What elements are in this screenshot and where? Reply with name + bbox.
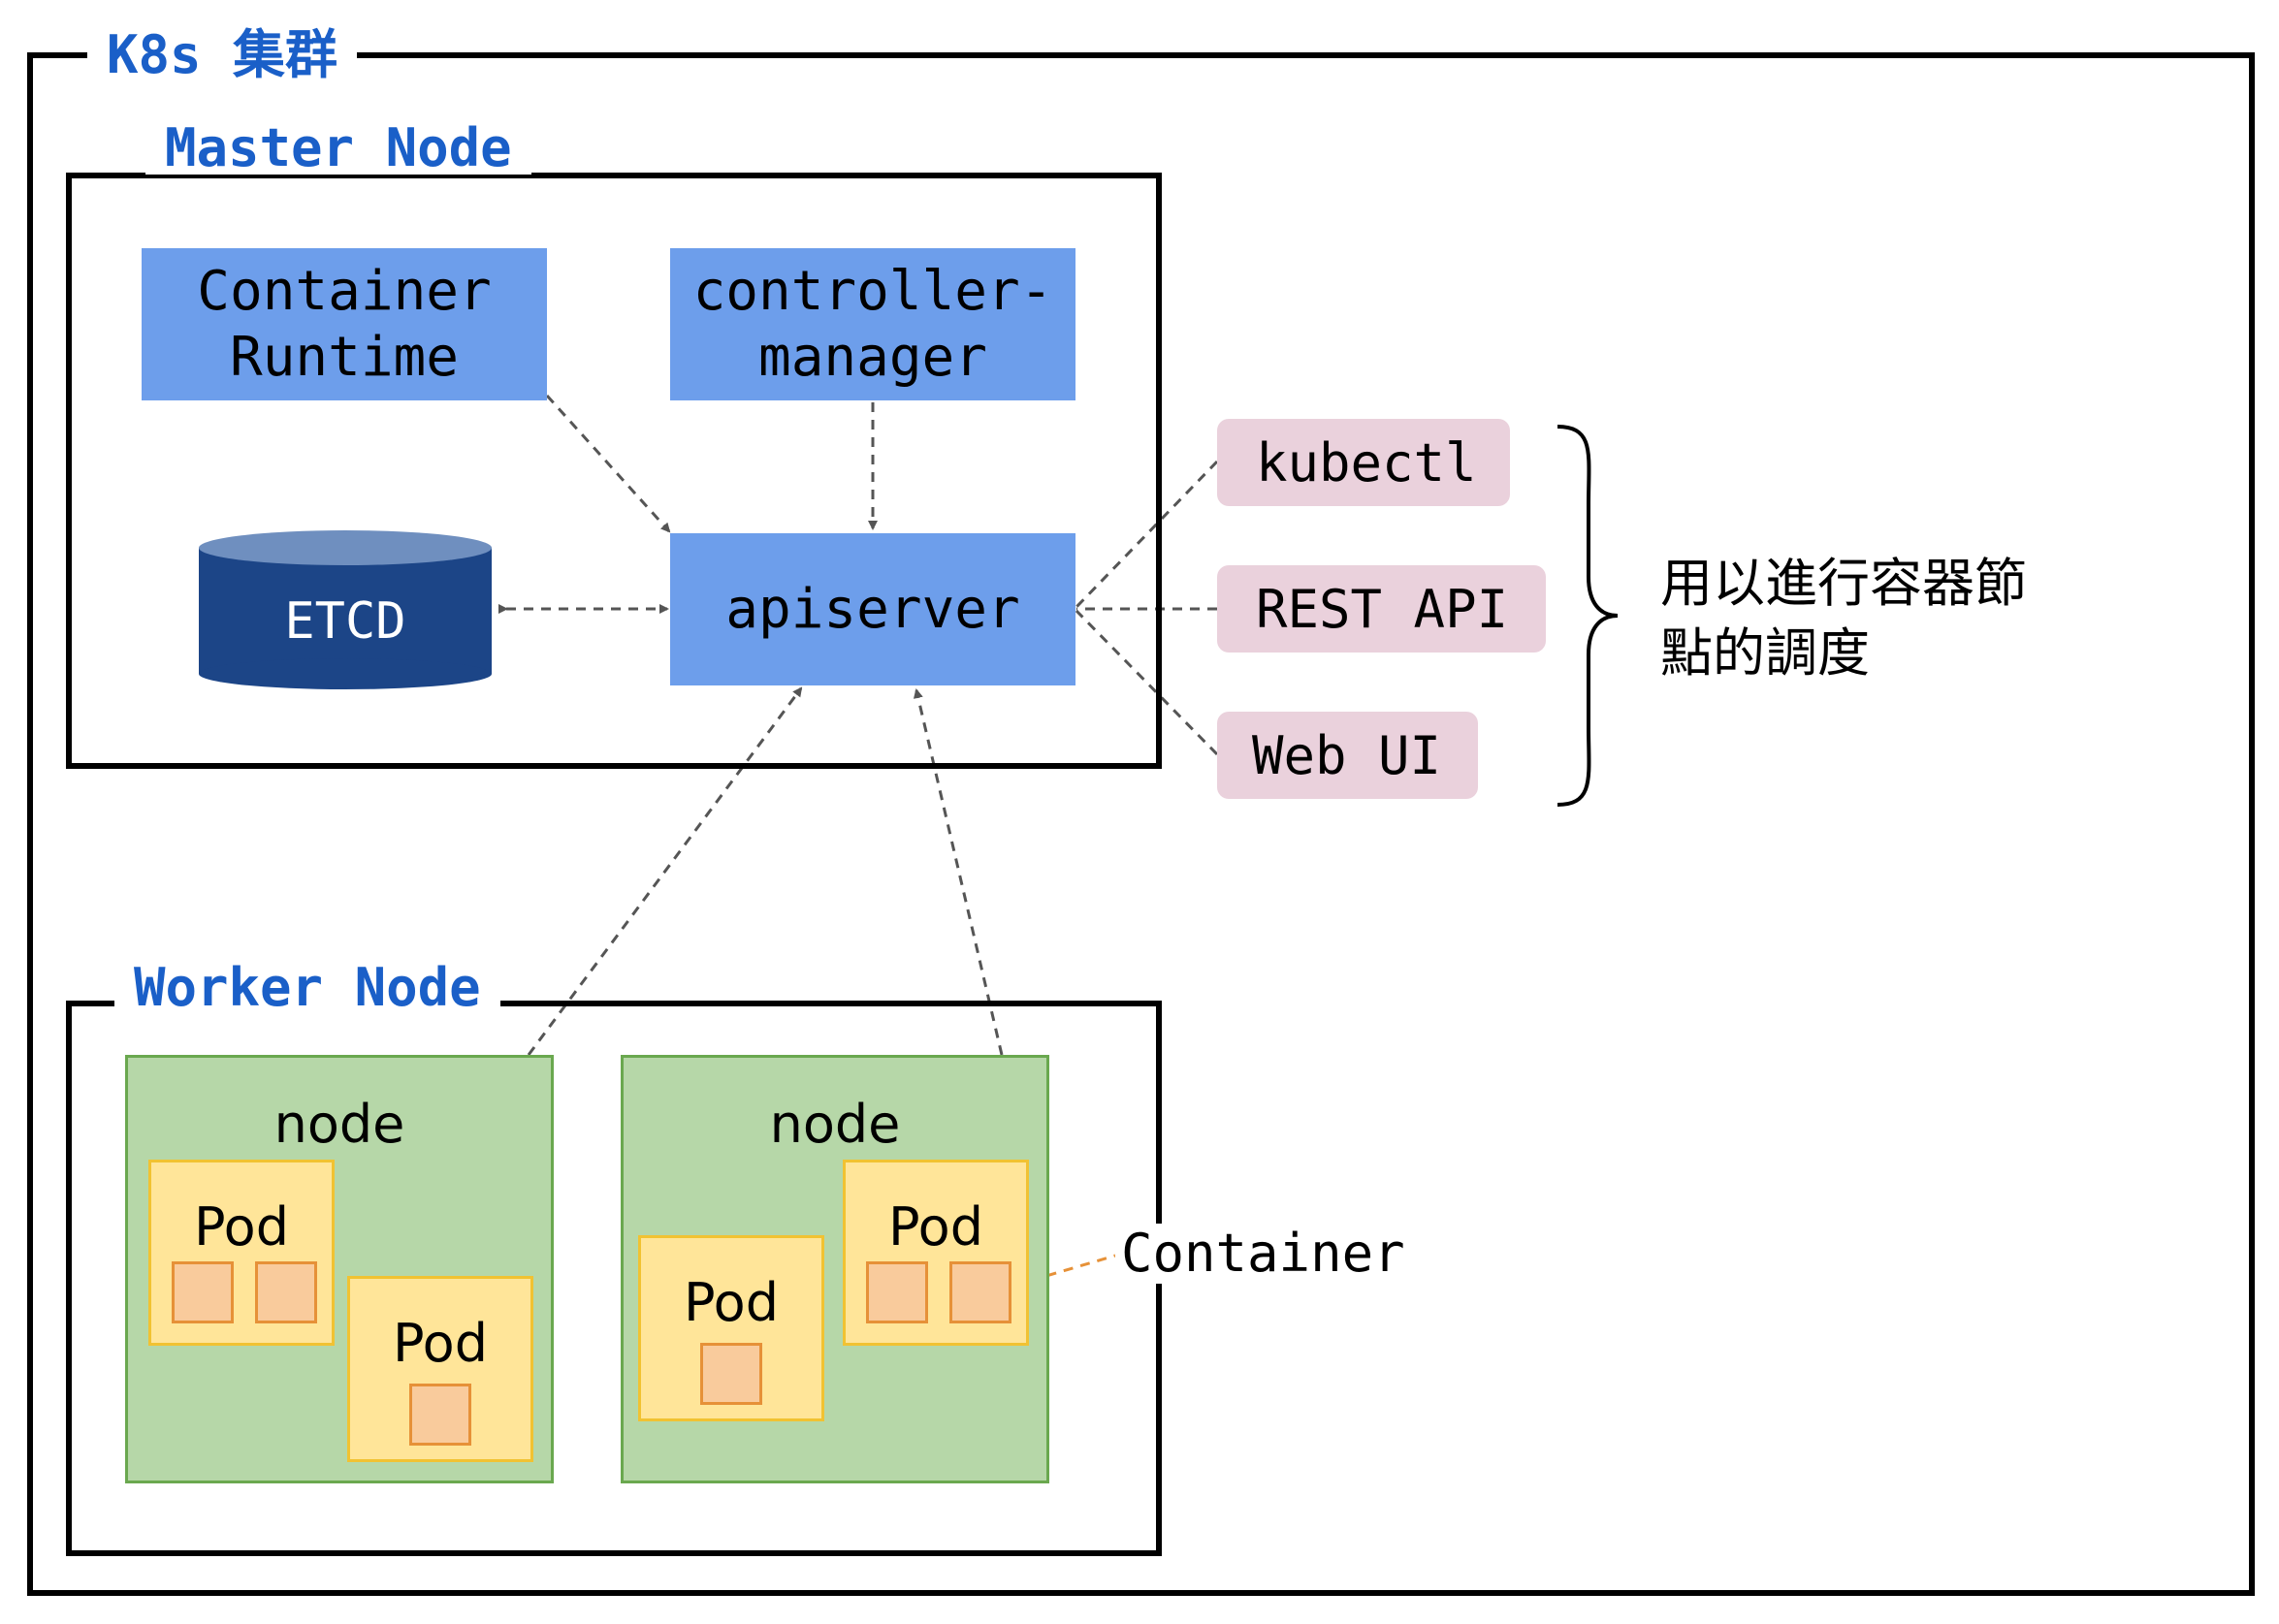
container-box [172,1261,234,1323]
container-box [409,1384,471,1446]
worker-node-1: node Pod Pod [125,1055,554,1483]
controller-manager-box: controller-manager [670,248,1075,400]
pod-label: Pod [888,1196,983,1258]
cluster-frame [27,52,2255,1596]
pod-label: Pod [194,1196,289,1258]
master-node-frame [66,173,1162,769]
pod-1a: Pod [148,1160,335,1346]
master-node-title: Master Node [145,122,531,175]
container-callout-label: Container [1115,1224,1411,1284]
container-box [866,1261,928,1323]
apiserver-label: apiserver [725,577,1020,641]
container-box [949,1261,1011,1323]
apiserver-box: apiserver [670,533,1075,685]
pod-2a: Pod [638,1235,824,1421]
web-ui-client: Web UI [1217,712,1478,799]
kubectl-client: kubectl [1217,419,1510,506]
worker-node-2: node Pod Pod [621,1055,1049,1483]
controller-manager-label: controller-manager [692,259,1053,389]
clients-note: 用以進行容器節點的調度 [1660,553,2027,684]
kubectl-label: kubectl [1256,431,1477,494]
clients-brace [1557,425,1619,807]
node-label: node [769,1094,901,1155]
pod-2b: Pod [843,1160,1029,1346]
web-ui-label: Web UI [1252,724,1442,786]
container-runtime-box: Container Runtime [142,248,547,400]
worker1-to-apiserver-arrow [527,686,803,1056]
node-label: node [273,1094,405,1155]
pod-label: Pod [393,1313,488,1374]
rest-api-client: REST API [1217,565,1546,653]
container-runtime-label: Container Runtime [197,259,492,389]
etcd-cylinder [199,530,492,689]
etcd-label: ETCD [284,592,405,651]
pod-label: Pod [684,1272,779,1333]
pod-1b: Pod [347,1276,533,1462]
rest-api-label: REST API [1256,578,1509,640]
cluster-title: K8s 集群 [87,29,358,81]
worker-node-title: Worker Node [114,962,500,1014]
container-box [700,1343,762,1405]
runtime-to-apiserver-arrow [545,394,671,533]
container-box [255,1261,317,1323]
